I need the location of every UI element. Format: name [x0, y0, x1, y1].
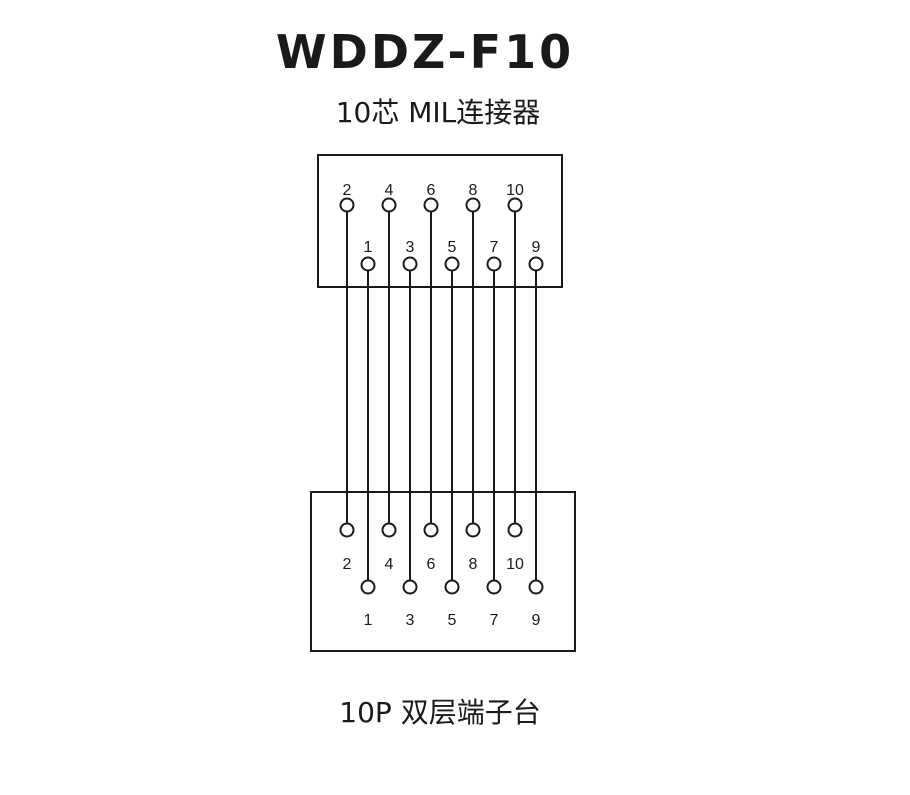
- top-pin-label: 4: [385, 182, 394, 199]
- top-pin-10: [507, 197, 523, 213]
- bottom-pin-10: [507, 522, 523, 538]
- top-pin-label: 9: [532, 239, 541, 256]
- pin-label-group: 2 4 6 8 10 1 3 5 7 9 2 4 6 8 10 1 3 5 7 9: [343, 182, 541, 629]
- bottom-pin-label: 3: [406, 612, 415, 629]
- pin-group: [339, 197, 544, 595]
- top-connector-label: 10芯 MIL连接器: [336, 96, 541, 129]
- bottom-pin-3: [402, 579, 418, 595]
- bottom-pin-label: 8: [469, 556, 478, 573]
- top-pin-label: 10: [506, 182, 524, 199]
- top-pin-6: [423, 197, 439, 213]
- top-pin-label: 1: [364, 239, 373, 256]
- bottom-pin-4: [381, 522, 397, 538]
- bottom-connector-label: 10P 双层端子台: [339, 696, 540, 729]
- bottom-pin-label: 5: [448, 612, 457, 629]
- top-pin-9: [528, 256, 544, 272]
- top-connector-box: [317, 154, 563, 288]
- bottom-pin-label: 2: [343, 556, 352, 573]
- top-pin-label: 3: [406, 239, 415, 256]
- bottom-pin-9: [528, 579, 544, 595]
- diagram-title: WDDZ-F10: [276, 25, 574, 79]
- bottom-pin-label: 6: [427, 556, 436, 573]
- top-pin-3: [402, 256, 418, 272]
- top-pin-label: 5: [448, 239, 457, 256]
- top-pin-2: [339, 197, 355, 213]
- bottom-pin-label: 9: [532, 612, 541, 629]
- top-pin-5: [444, 256, 460, 272]
- bottom-pin-label: 7: [490, 612, 499, 629]
- bottom-connector-box: [310, 491, 576, 652]
- top-pin-label: 6: [427, 182, 436, 199]
- bottom-pin-5: [444, 579, 460, 595]
- top-pin-7: [486, 256, 502, 272]
- bottom-pin-8: [465, 522, 481, 538]
- bottom-pin-label: 10: [506, 556, 524, 573]
- top-pin-1: [360, 256, 376, 272]
- bottom-pin-label: 1: [364, 612, 373, 629]
- top-pin-label: 2: [343, 182, 352, 199]
- top-pin-4: [381, 197, 397, 213]
- bottom-pin-1: [360, 579, 376, 595]
- top-pin-label: 8: [469, 182, 478, 199]
- bottom-pin-6: [423, 522, 439, 538]
- wire-group: [346, 211, 537, 581]
- bottom-pin-2: [339, 522, 355, 538]
- bottom-pin-7: [486, 579, 502, 595]
- top-pin-label: 7: [490, 239, 499, 256]
- top-pin-8: [465, 197, 481, 213]
- bottom-pin-label: 4: [385, 556, 394, 573]
